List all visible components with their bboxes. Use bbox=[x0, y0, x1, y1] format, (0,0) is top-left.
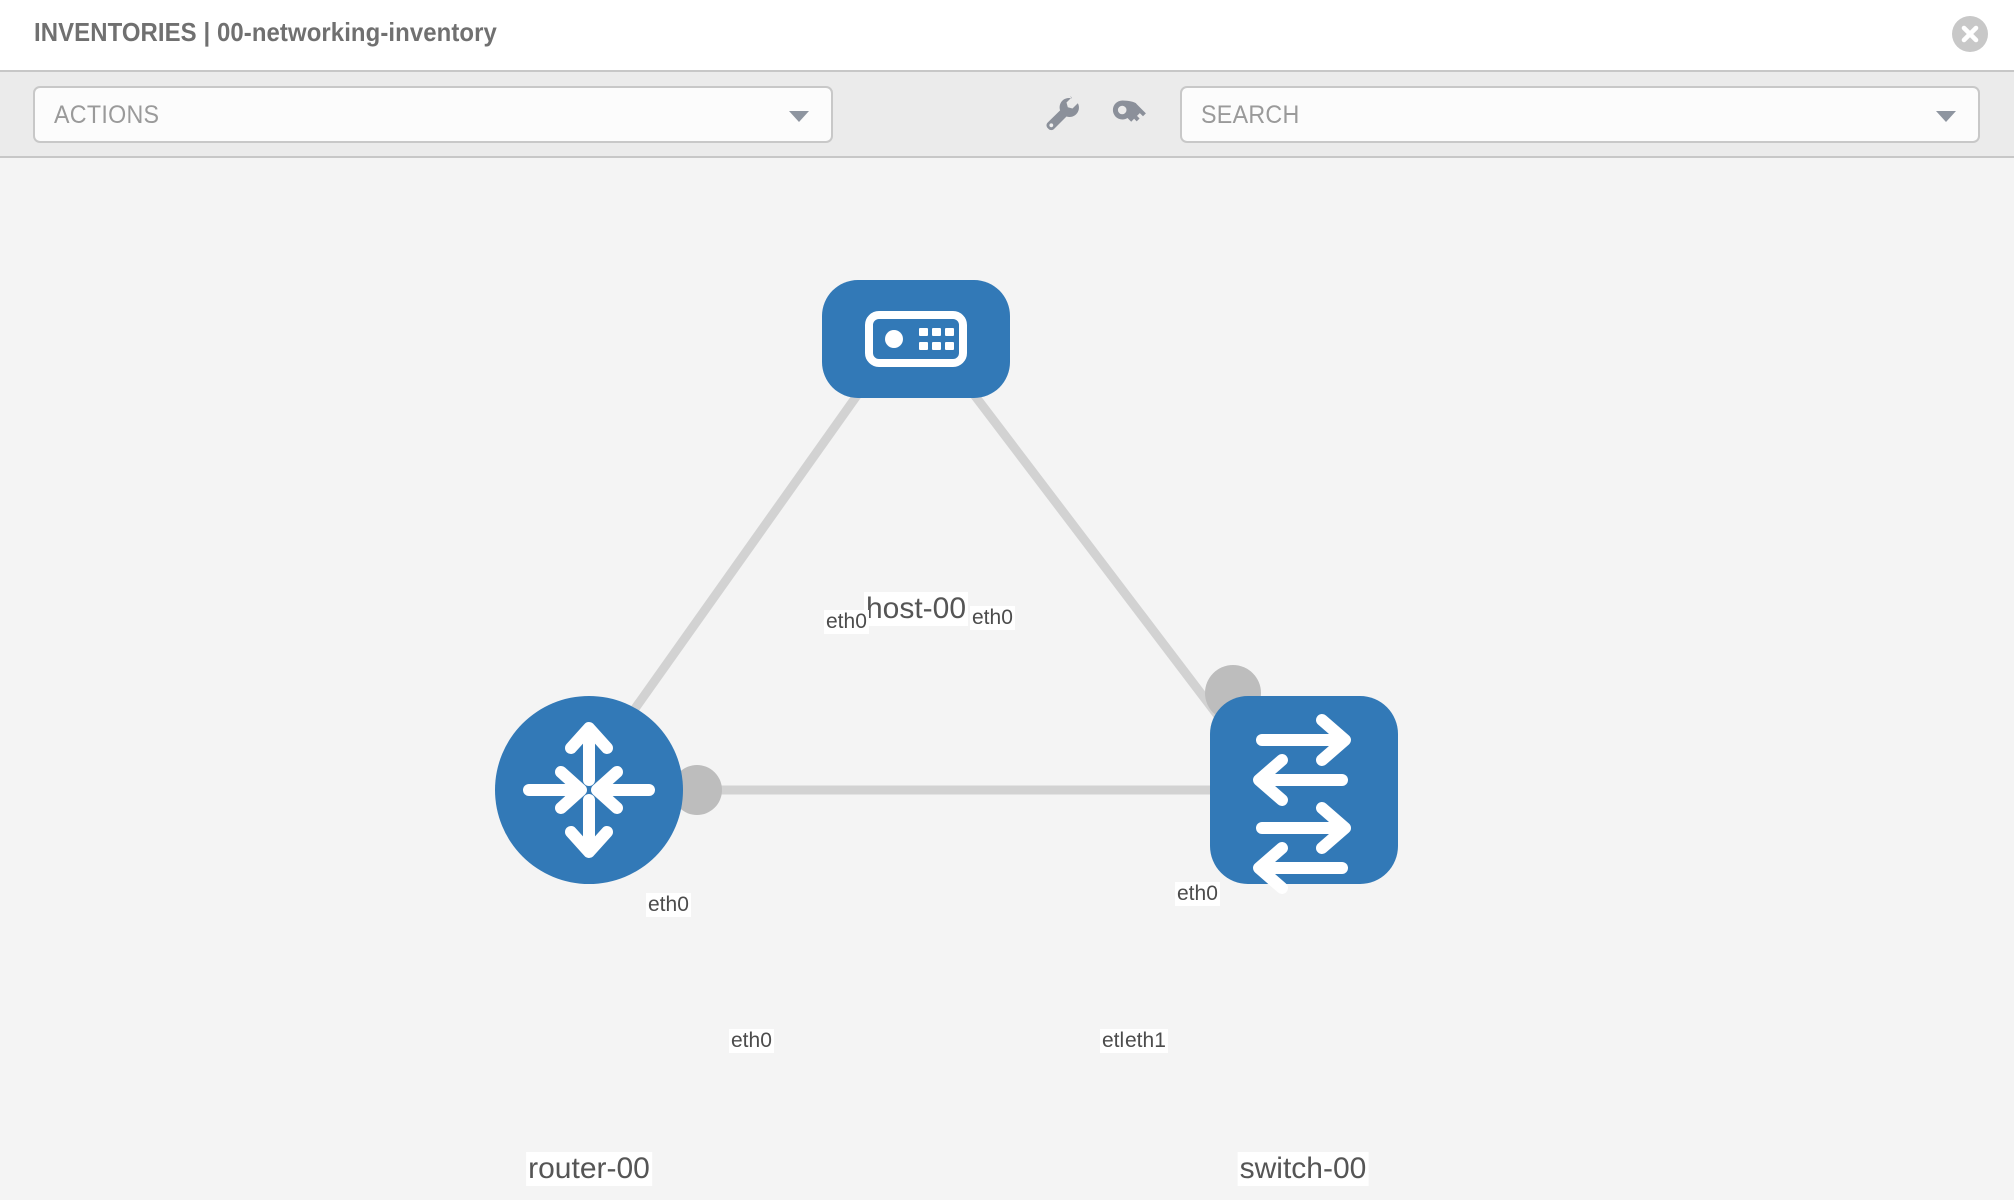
topology-links bbox=[596, 360, 1254, 795]
node-switch-00[interactable] bbox=[1210, 696, 1398, 894]
port-router-eth0[interactable] bbox=[672, 765, 722, 815]
key-icon[interactable] bbox=[1105, 92, 1151, 138]
port-label-router-eth0: eth0 bbox=[729, 1029, 774, 1053]
topology-ports bbox=[672, 339, 1262, 815]
port-label-host-eth0-left: eth0 bbox=[824, 610, 869, 634]
port-label-switch-uplink-eth0: eth0 bbox=[1175, 882, 1220, 906]
close-icon[interactable] bbox=[1952, 16, 1988, 52]
chevron-down-icon[interactable] bbox=[1936, 111, 1956, 122]
topology-graph bbox=[495, 280, 1398, 894]
wrench-icon[interactable] bbox=[1038, 92, 1084, 138]
port-label-host-eth0-right: eth0 bbox=[970, 606, 1015, 630]
actions-dropdown-label: ACTIONS bbox=[54, 101, 160, 129]
node-label-switch-00: switch-00 bbox=[1237, 1152, 1369, 1186]
inventory-toolbar: ACTIONS SEARCH bbox=[0, 70, 2014, 158]
port-label-switch-eth1: eth1 bbox=[1123, 1029, 1168, 1053]
topology-canvas[interactable]: host-00 router-00 switch-00 eth0 eth0 et… bbox=[0, 158, 2014, 1200]
search-input[interactable]: SEARCH bbox=[1180, 86, 1980, 143]
chevron-down-icon bbox=[789, 111, 809, 122]
server-icon bbox=[865, 311, 967, 367]
link-host-switch[interactable] bbox=[946, 360, 1254, 761]
window-titlebar: INVENTORIES | 00-networking-inventory bbox=[0, 0, 2014, 70]
node-label-host-00: host-00 bbox=[863, 592, 969, 626]
node-router-00[interactable] bbox=[495, 696, 683, 884]
page-title: INVENTORIES | 00-networking-inventory bbox=[34, 17, 497, 47]
search-placeholder: SEARCH bbox=[1201, 101, 1300, 129]
actions-dropdown[interactable]: ACTIONS bbox=[33, 86, 833, 143]
router-arrows-icon bbox=[523, 722, 655, 858]
link-host-router[interactable] bbox=[596, 360, 884, 761]
switch-arrows-icon bbox=[1253, 714, 1351, 894]
port-label-router-uplink-eth0: eth0 bbox=[646, 893, 691, 917]
node-label-router-00: router-00 bbox=[526, 1152, 652, 1186]
node-host-00[interactable] bbox=[822, 280, 1010, 398]
port-label-switch-overlap: etl bbox=[1100, 1029, 1127, 1053]
